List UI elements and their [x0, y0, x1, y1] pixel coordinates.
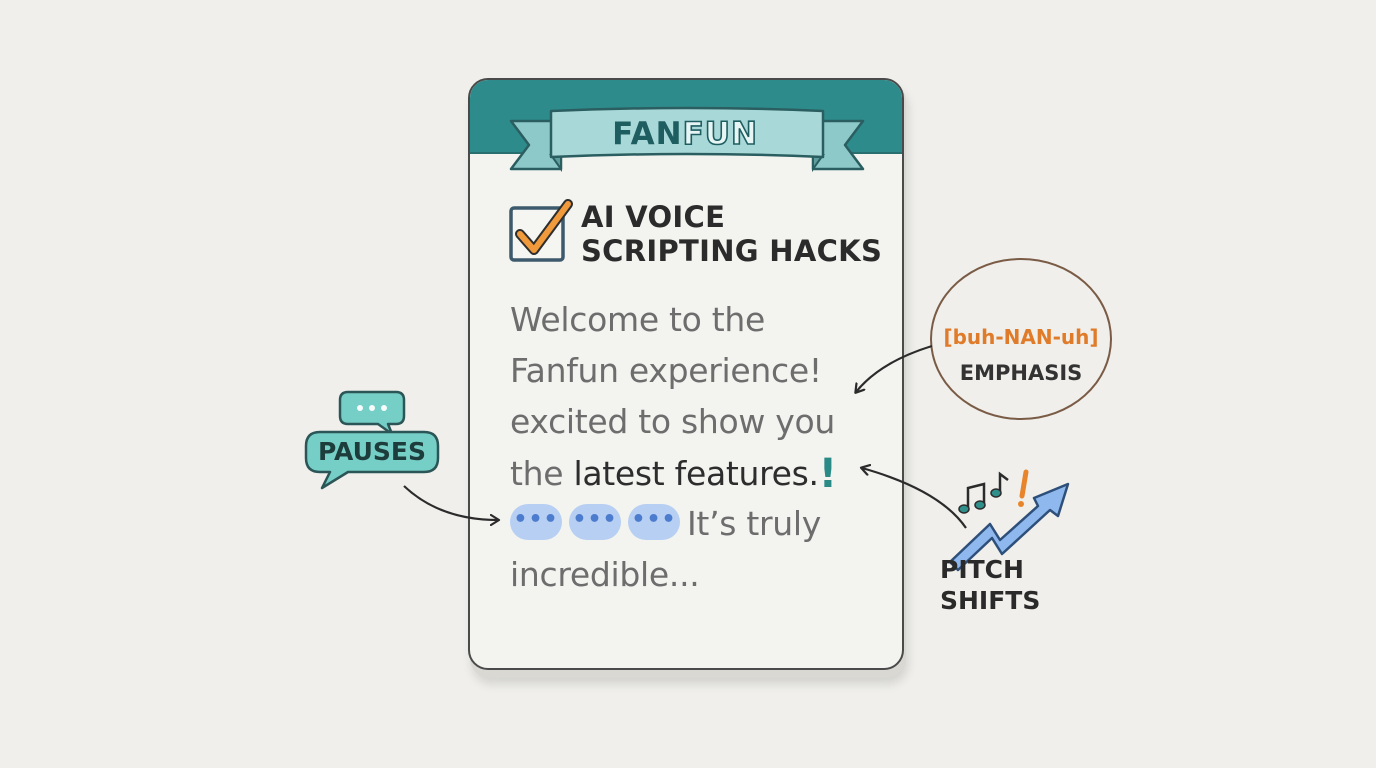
body-line-5: •••••••••It’s truly: [510, 498, 890, 549]
pause-marker: •••: [628, 503, 680, 540]
music-notes-icon: [958, 469, 1029, 514]
heading-line-1: AI VOICE: [581, 200, 726, 234]
card-heading: AI VOICE SCRIPTING HACKS: [581, 200, 883, 268]
pitch-line-2: SHIFTS: [940, 586, 1041, 615]
body-line-4: the latest features.!: [510, 447, 890, 498]
brand-solid: FAN: [612, 116, 683, 152]
pitch-line-1: PITCH: [940, 555, 1024, 584]
brand-title: FANFUN: [551, 112, 819, 156]
script-body: Welcome to the Fanfun experience! excite…: [510, 294, 890, 600]
ribbon-banner: [509, 106, 865, 173]
emphasis-callout: EMPHASIS: [959, 361, 1083, 385]
pause-marker: •••: [569, 503, 621, 540]
heading-line-2: SCRIPTING HACKS: [581, 234, 883, 268]
emphasized-phrase: latest features.: [573, 454, 819, 493]
body-line-4-plain: the: [510, 454, 564, 493]
emphasis-circle: [930, 258, 1112, 420]
pitch-callout: PITCH SHIFTS: [940, 554, 1100, 616]
phonetic-spelling: [buh-NAN-uh]: [943, 325, 1099, 349]
body-line-1: Welcome to the: [510, 300, 766, 339]
brand-outline: FUN: [682, 115, 758, 153]
body-line-2: Fanfun experience!: [510, 351, 822, 390]
trend-up-arrow-icon: [948, 469, 1070, 572]
speech-bubble-icon: [304, 390, 440, 490]
exclamation-mark: !: [818, 451, 837, 497]
body-line-6: incredible...: [510, 555, 700, 594]
body-line-3: excited to show you: [510, 402, 835, 441]
pause-marker: •••: [510, 503, 562, 540]
body-line-5-tail: It’s truly: [687, 504, 821, 543]
pauses-callout: PAUSES: [318, 437, 426, 466]
checked-box-icon: [509, 199, 573, 262]
